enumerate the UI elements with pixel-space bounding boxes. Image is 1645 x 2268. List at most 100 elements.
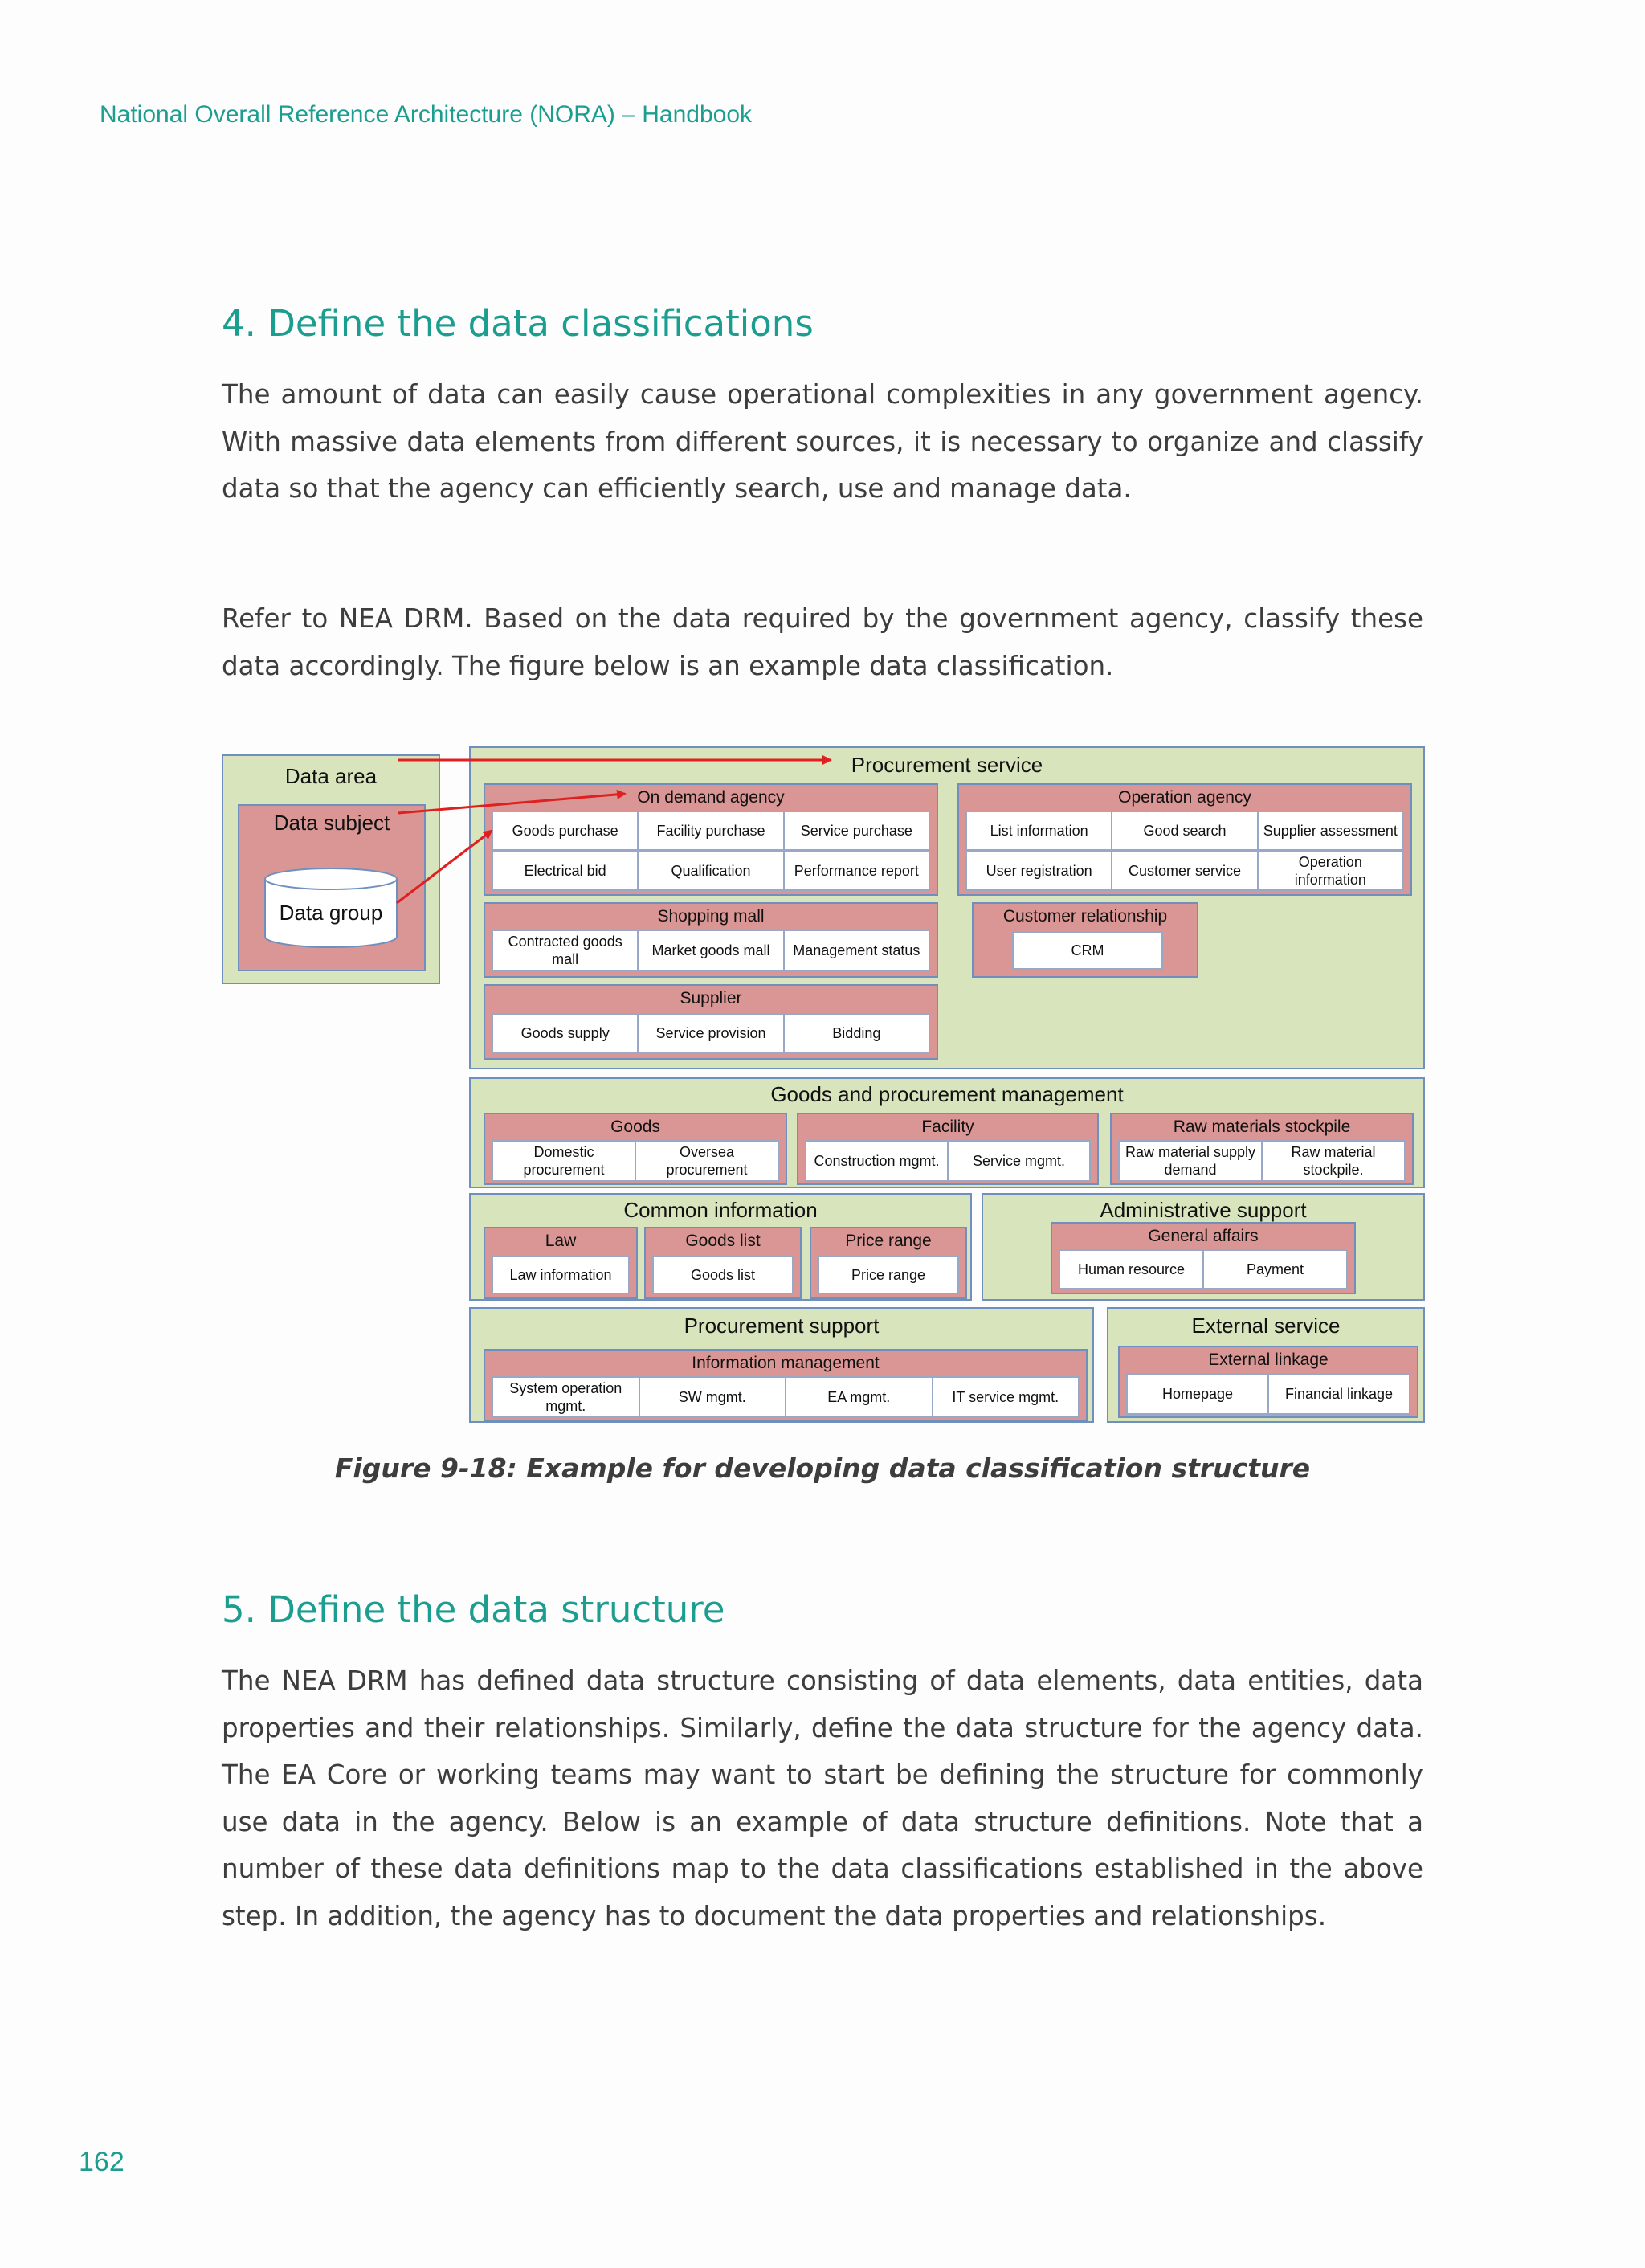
external-linkage-subject: External linkage Homepage Financial link… <box>1118 1346 1418 1418</box>
data-group-cell: Financial linkage <box>1284 1386 1394 1402</box>
data-group-cell: CRM <box>1071 942 1104 958</box>
general-affairs-title: General affairs <box>1148 1227 1259 1245</box>
data-group-cell: Market goods mall <box>639 931 785 970</box>
price-range-title: Price range <box>845 1232 932 1250</box>
data-group-cell: User registration <box>967 852 1113 889</box>
shopping-mall-row-1: Contracted goods mall Market goods mall … <box>492 930 930 971</box>
data-group-cell: Qualification <box>639 852 785 889</box>
procurement-support-area: Procurement support Information manageme… <box>469 1307 1094 1423</box>
customer-relationship-subject: Customer relationship CRM <box>972 902 1198 978</box>
raw-materials-stockpile-title: Raw materials stockpile <box>1173 1118 1351 1136</box>
data-group-cell: System operation mgmt. <box>493 1378 640 1416</box>
operation-agency-title: Operation agency <box>1118 788 1251 807</box>
data-group-cell: Price range <box>851 1267 926 1283</box>
law-title: Law <box>545 1232 577 1250</box>
data-group-cell: Goods supply <box>493 1015 639 1052</box>
section-5-paragraph: The NEA DRM has defined data structure c… <box>222 1665 1423 1931</box>
operation-agency-subject: Operation agency List information Good s… <box>957 783 1412 896</box>
external-service-title: External service <box>1191 1314 1341 1338</box>
price-range-subject: Price range Price range <box>810 1227 967 1299</box>
facility-row-1: Construction mgmt. Service mgmt. <box>805 1140 1091 1182</box>
goods-list-subject: Goods list Goods list <box>644 1227 802 1299</box>
price-range-row-1: Price range <box>818 1256 959 1294</box>
section-4-paragraph-1: The amount of data can easily cause oper… <box>222 379 1423 505</box>
facility-subject: Facility Construction mgmt. Service mgmt… <box>797 1113 1099 1185</box>
data-group-cell: Law information <box>509 1267 612 1283</box>
goods-procurement-mgmt-title: Goods and procurement management <box>770 1082 1124 1106</box>
data-group-cell: Performance report <box>794 863 919 879</box>
data-group-cell: Construction mgmt. <box>806 1142 949 1180</box>
on-demand-agency-subject: On demand agency Goods purchase Facility… <box>484 783 938 896</box>
data-group-cell: Goods list <box>690 1267 756 1283</box>
goods-list-title: Goods list <box>685 1232 761 1250</box>
data-group-cell: Supplier assessment <box>1263 823 1398 839</box>
raw-materials-row-1: Raw material supply demand Raw material … <box>1118 1140 1406 1182</box>
facility-title: Facility <box>921 1118 974 1136</box>
data-group-cell: Contracted goods mall <box>493 931 639 970</box>
shopping-mall-title: Shopping mall <box>657 907 765 926</box>
legend-data-area: Data area Data subject <box>222 754 440 984</box>
data-group-cell: Service purchase <box>800 823 912 839</box>
supplier-row-1: Goods supply Service provision Bidding <box>492 1013 930 1053</box>
legend-data-subject-label: Data subject <box>273 811 390 835</box>
administrative-support-title: Administrative support <box>1100 1198 1307 1222</box>
data-group-cell: EA mgmt. <box>786 1378 933 1416</box>
data-group-cell: IT service mgmt. <box>952 1389 1059 1405</box>
goods-procurement-mgmt-area: Goods and procurement management Goods D… <box>469 1077 1425 1188</box>
goods-list-row-1: Goods list <box>652 1256 794 1294</box>
data-group-cell: Good search <box>1112 812 1259 849</box>
data-group-cell: Human resource <box>1060 1251 1204 1288</box>
raw-materials-stockpile-subject: Raw materials stockpile Raw material sup… <box>1110 1113 1414 1185</box>
common-information-title: Common information <box>623 1198 818 1222</box>
section-4-paragraph-2: Refer to NEA DRM. Based on the data requ… <box>222 603 1423 681</box>
information-management-subject: Information management System operation … <box>484 1349 1088 1421</box>
information-management-row-1: System operation mgmt. SW mgmt. EA mgmt.… <box>492 1376 1080 1418</box>
information-management-title: Information management <box>692 1354 880 1372</box>
common-information-area: Common information Law Law information G… <box>469 1193 972 1301</box>
data-group-cell: List information <box>967 812 1113 849</box>
data-group-cell: Payment <box>1246 1261 1304 1277</box>
data-group-cell: Domestic procurement <box>493 1142 636 1180</box>
legend-data-area-label: Data area <box>284 764 378 788</box>
general-affairs-subject: General affairs Human resource Payment <box>1051 1222 1356 1294</box>
data-group-cell: Raw material stockpile. <box>1291 1144 1376 1178</box>
section-4-heading: 4. Define the data classifications <box>222 302 814 345</box>
data-group-cell: Customer service <box>1112 852 1259 889</box>
supplier-title: Supplier <box>680 989 742 1007</box>
data-group-cell: Facility purchase <box>639 812 785 849</box>
supplier-subject: Supplier Goods supply Service provision … <box>484 984 938 1060</box>
customer-relationship-title: Customer relationship <box>1002 907 1168 926</box>
legend-data-subject: Data subject <box>238 804 426 971</box>
data-group-cell: Oversea procurement <box>666 1144 748 1178</box>
data-group-cell: Service mgmt. <box>972 1153 1066 1169</box>
on-demand-agency-row-1: Goods purchase Facility purchase Service… <box>492 811 930 851</box>
procurement-service-title: Procurement service <box>851 753 1043 777</box>
data-group-cell: Raw material supply demand <box>1120 1142 1263 1180</box>
shopping-mall-subject: Shopping mall Contracted goods mall Mark… <box>484 902 938 978</box>
procurement-service-area: Procurement service On demand agency Goo… <box>469 746 1425 1069</box>
section-5-heading: 5. Define the data structure <box>222 1588 725 1631</box>
data-group-cell: Management status <box>793 942 920 958</box>
goods-title: Goods <box>610 1118 660 1136</box>
page-number: 162 <box>79 2147 124 2177</box>
operation-agency-row-2: User registration Customer service Opera… <box>965 851 1404 891</box>
data-group-cell: Homepage <box>1128 1375 1269 1413</box>
data-group-cell: Bidding <box>832 1025 881 1041</box>
general-affairs-row-1: Human resource Payment <box>1059 1249 1348 1289</box>
running-header: National Overall Reference Architecture … <box>100 101 753 128</box>
data-group-cell: Service provision <box>639 1015 785 1052</box>
goods-subject: Goods Domestic procurement Oversea procu… <box>484 1113 787 1185</box>
law-subject: Law Law information <box>484 1227 638 1299</box>
external-linkage-title: External linkage <box>1208 1351 1329 1369</box>
data-group-cell: Electrical bid <box>493 852 639 889</box>
on-demand-agency-title: On demand agency <box>637 788 785 807</box>
external-service-area: External service External linkage Homepa… <box>1107 1307 1425 1423</box>
law-row-1: Law information <box>492 1256 630 1294</box>
administrative-support-area: Administrative support General affairs H… <box>982 1193 1425 1301</box>
goods-row-1: Domestic procurement Oversea procurement <box>492 1140 779 1182</box>
data-group-cell: Operation information <box>1294 854 1366 888</box>
data-group-cell: Goods purchase <box>493 812 639 849</box>
on-demand-agency-row-2: Electrical bid Qualification Performance… <box>492 851 930 891</box>
operation-agency-row-1: List information Good search Supplier as… <box>965 811 1404 851</box>
